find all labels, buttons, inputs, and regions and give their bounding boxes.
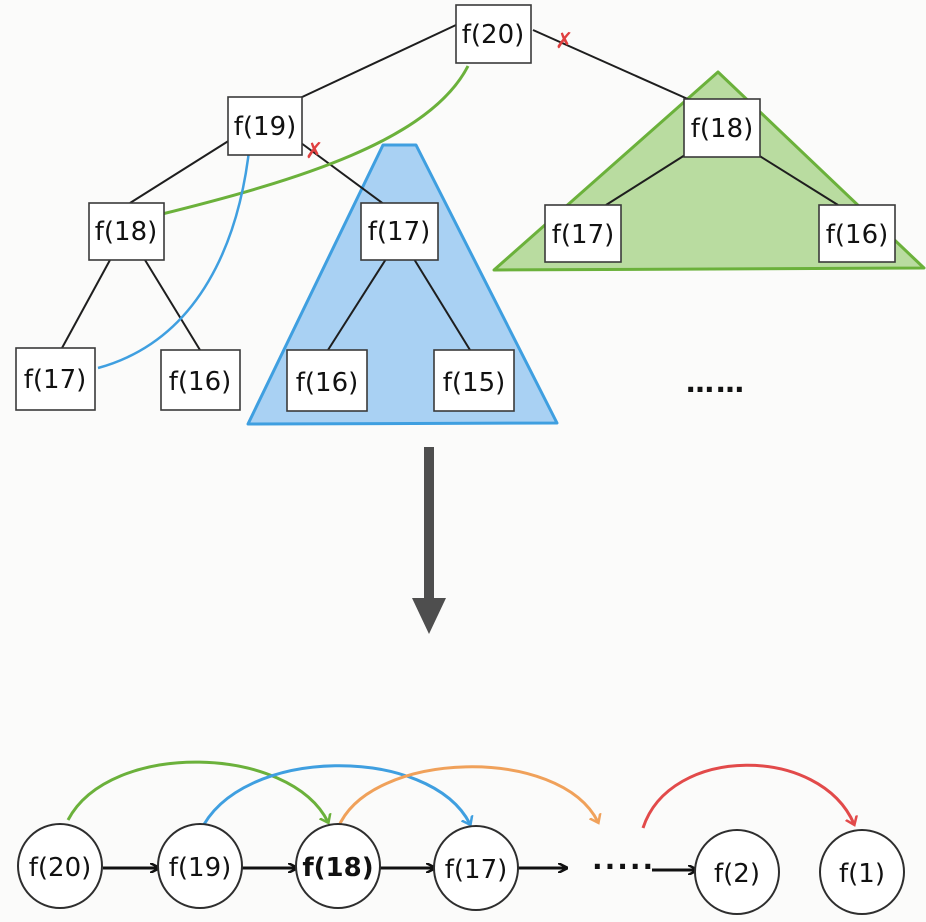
tree-node-l-l-r: f(16) [160,349,241,411]
chain-node-1: f(19) [157,823,243,909]
node-label: f(18) [95,217,158,247]
chain-arrows [103,868,696,870]
tree-node-r-r: f(16) [818,204,896,263]
tree-ellipsis: …… [686,366,746,399]
chain-ellipsis: ····· [592,850,655,883]
node-label: f(16) [296,368,359,398]
chain-node-0: f(20) [17,823,103,909]
node-label: f(16) [826,220,889,250]
node-label: f(20) [29,853,92,883]
node-label: f(20) [462,20,525,50]
chain-node-2: f(18) [295,823,381,909]
node-label: f(1) [839,859,885,889]
node-label: f(15) [443,368,506,398]
tree-node-l-r: f(17) [360,202,439,261]
green-arc [66,760,328,822]
tree-node-l-r-r: f(15) [433,349,515,412]
tree-node-l-l-l: f(17) [15,347,96,411]
node-label: f(18) [691,114,754,144]
node-label: f(19) [234,112,297,142]
red-arc [641,763,854,829]
chain-node-5: f(1) [819,829,905,915]
node-label: f(18) [302,853,373,883]
node-label: f(17) [552,220,615,250]
blue-memo-curve [97,141,252,370]
node-label: f(17) [368,217,431,247]
tree-edges [61,24,839,351]
node-label: f(2) [714,859,760,889]
tree-node-l-l: f(18) [88,202,165,261]
orange-arc [336,765,598,829]
tree-node-l-r-l: f(16) [286,349,368,412]
chain-node-3: f(17) [433,825,519,911]
node-label: f(16) [169,367,232,397]
green-memo-curve [157,65,470,217]
node-label: f(19) [169,853,232,883]
cut-marks: ✗ ✗ [305,29,573,164]
blue-arc [198,764,470,833]
down-arrow-icon [412,447,446,634]
tree-node-left-child: f(19) [227,96,303,156]
tree-node-right-child: f(18) [683,98,761,158]
node-label: f(17) [445,855,508,885]
cut-mark-icon: ✗ [555,29,573,54]
chain-node-4: f(2) [694,829,780,915]
cut-mark-icon: ✗ [305,139,323,164]
tree-node-r-l: f(17) [544,204,622,263]
tree-node-root: f(20) [455,4,532,64]
node-label: f(17) [24,365,87,395]
